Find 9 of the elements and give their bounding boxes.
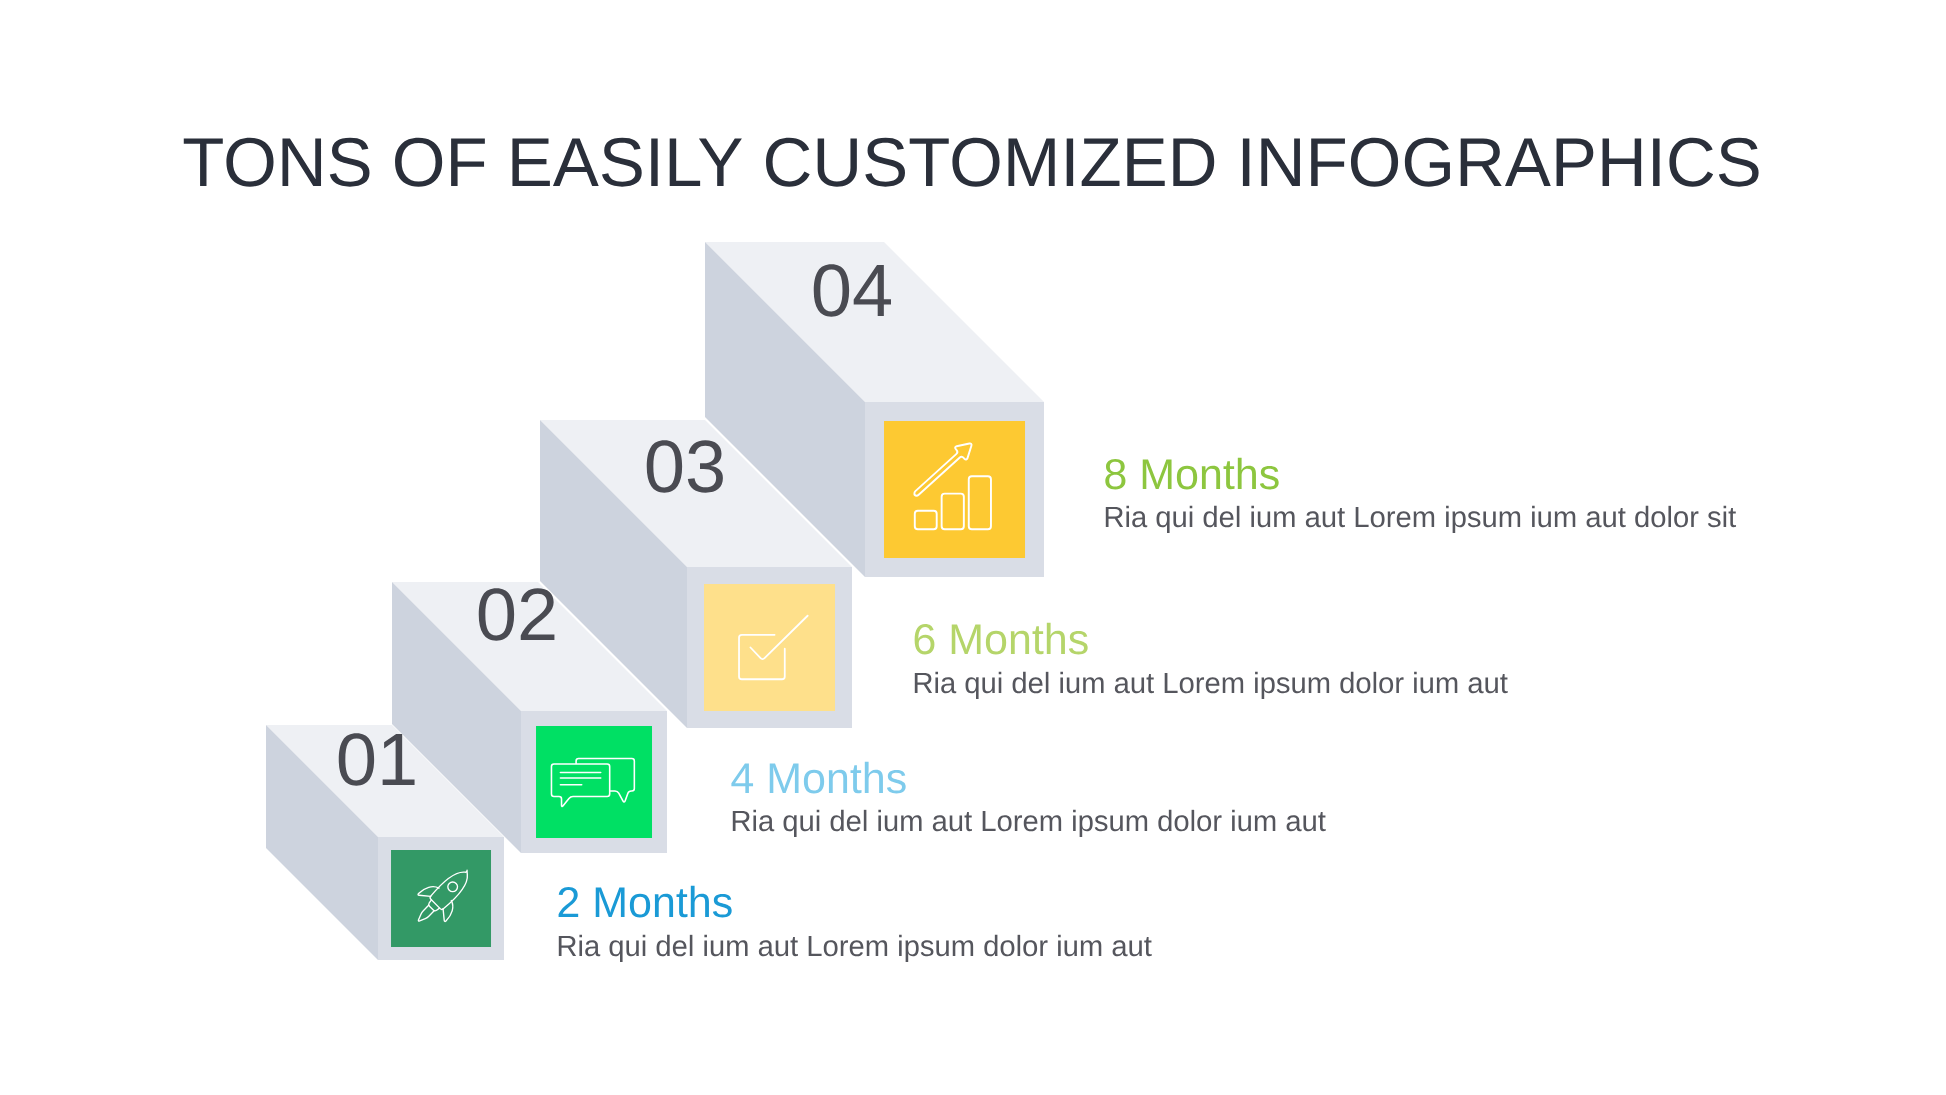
step-description: Ria qui del ium aut Lorem ipsum ium aut dolor sit — [1105, 505, 1737, 534]
step-description: Ria qui del ium aut Lorem ipsum dolor ium aut — [732, 809, 1326, 838]
step-heading: 2 Months — [558, 885, 732, 918]
step-description: Ria qui del ium aut Lorem ipsum dolor ium aut — [558, 934, 1152, 963]
step-heading: 6 Months — [914, 622, 1088, 655]
step-description: Ria qui del ium aut Lorem ipsum dolor ium aut — [914, 671, 1508, 700]
title: TONS OF EASILY CUSTOMIZED INFOGRAPHICS — [183, 137, 1759, 187]
step-heading: 8 Months — [1105, 457, 1279, 490]
step-heading: 4 Months — [731, 761, 906, 794]
